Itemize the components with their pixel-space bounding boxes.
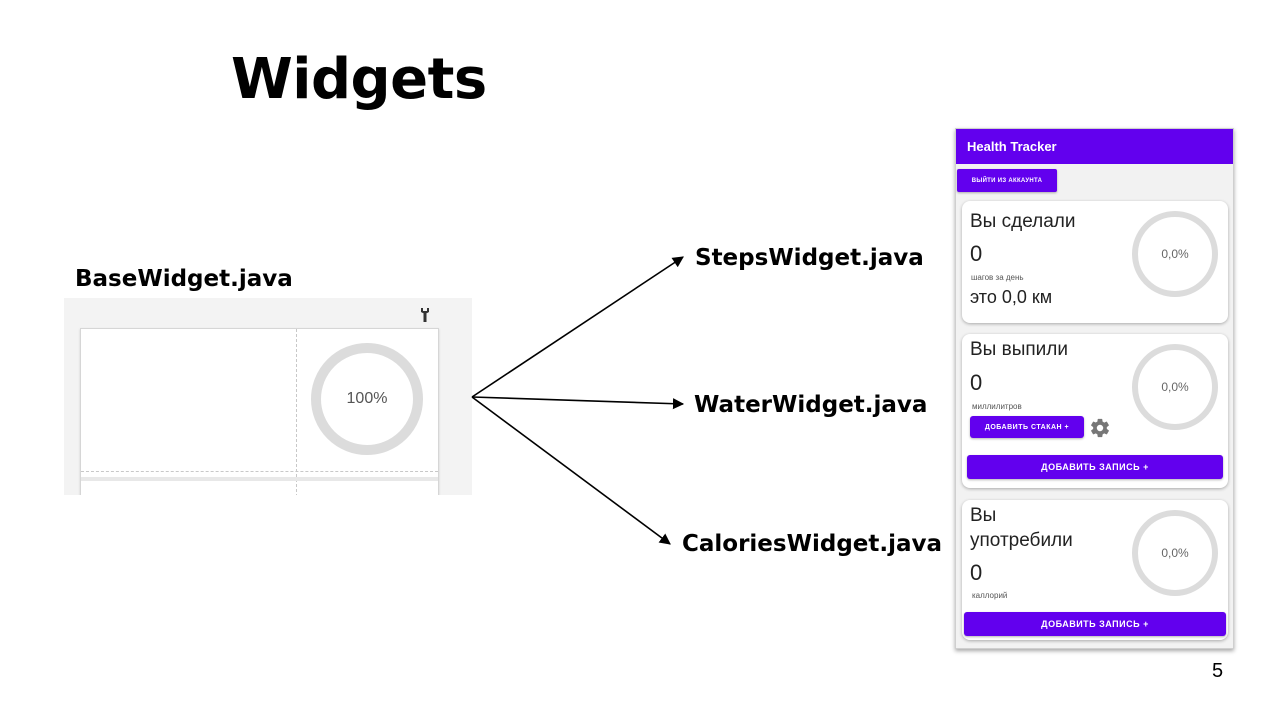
base-widget-preview: 100% xyxy=(64,298,472,495)
steps-progress-text: 0,0% xyxy=(1161,247,1189,261)
layout-bottom-strip xyxy=(81,477,438,481)
base-progress-text: 100% xyxy=(346,390,388,407)
arrow-to-steps xyxy=(471,256,684,398)
base-widget-label: BaseWidget.java xyxy=(75,266,293,292)
steps-distance: это 0,0 км xyxy=(970,287,1053,307)
water-widget-label: WaterWidget.java xyxy=(694,392,928,418)
wrench-icon xyxy=(421,308,429,322)
calories-title-line2: употребили xyxy=(970,530,1073,551)
logout-button[interactable]: ВЫЙТИ ИЗ АККАУНТА xyxy=(957,169,1057,192)
steps-unit: шагов за день xyxy=(971,273,1024,282)
water-add-record-button[interactable]: ДОБАВИТЬ ЗАПИСЬ + xyxy=(967,455,1223,479)
app-title: Health Tracker xyxy=(967,139,1057,154)
calories-title-line1: Вы xyxy=(970,505,997,526)
steps-title: Вы сделали xyxy=(970,211,1076,232)
calories-widget-label: CaloriesWidget.java xyxy=(682,531,943,557)
layout-divider-horizontal xyxy=(81,471,438,472)
water-title: Вы выпили xyxy=(970,339,1068,360)
steps-value: 0 xyxy=(970,241,983,266)
calories-add-record-button[interactable]: ДОБАВИТЬ ЗАПИСЬ + xyxy=(964,612,1226,636)
calories-value: 0 xyxy=(970,560,983,585)
layout-divider-vertical xyxy=(296,329,297,495)
water-value: 0 xyxy=(970,370,983,395)
calories-unit: каллорий xyxy=(972,591,1008,600)
slide-title: Widgets xyxy=(231,47,487,112)
base-widget-card: 100% xyxy=(80,328,439,495)
add-glass-button[interactable]: ДОБАВИТЬ СТАКАН + xyxy=(970,416,1084,438)
app-bar: Health Tracker xyxy=(956,129,1233,164)
water-unit: миллилитров xyxy=(972,402,1022,411)
steps-widget-card: Вы сделали 0 шагов за день это 0,0 км 0,… xyxy=(962,201,1228,323)
water-progress-text: 0,0% xyxy=(1161,380,1189,394)
water-progress-ring: 0,0% xyxy=(1132,344,1218,430)
steps-widget-label: StepsWidget.java xyxy=(695,245,924,271)
arrow-to-water xyxy=(471,396,685,410)
page-number: 5 xyxy=(1212,660,1224,682)
calories-progress-ring: 0,0% xyxy=(1132,510,1218,596)
calories-progress-text: 0,0% xyxy=(1161,546,1189,560)
steps-progress-ring: 0,0% xyxy=(1132,211,1218,297)
base-progress-ring: 100% xyxy=(311,343,423,455)
app-screenshot: Health Tracker ВЫЙТИ ИЗ АККАУНТА Вы сдел… xyxy=(955,128,1234,649)
gear-icon[interactable] xyxy=(1089,417,1111,439)
water-widget-card: Вы выпили 0 миллилитров ДОБАВИТЬ СТАКАН … xyxy=(962,334,1228,488)
calories-widget-card: Вы употребили 0 каллорий 0,0% ДОБАВИТЬ З… xyxy=(962,500,1228,640)
arrow-to-calories xyxy=(471,396,671,545)
